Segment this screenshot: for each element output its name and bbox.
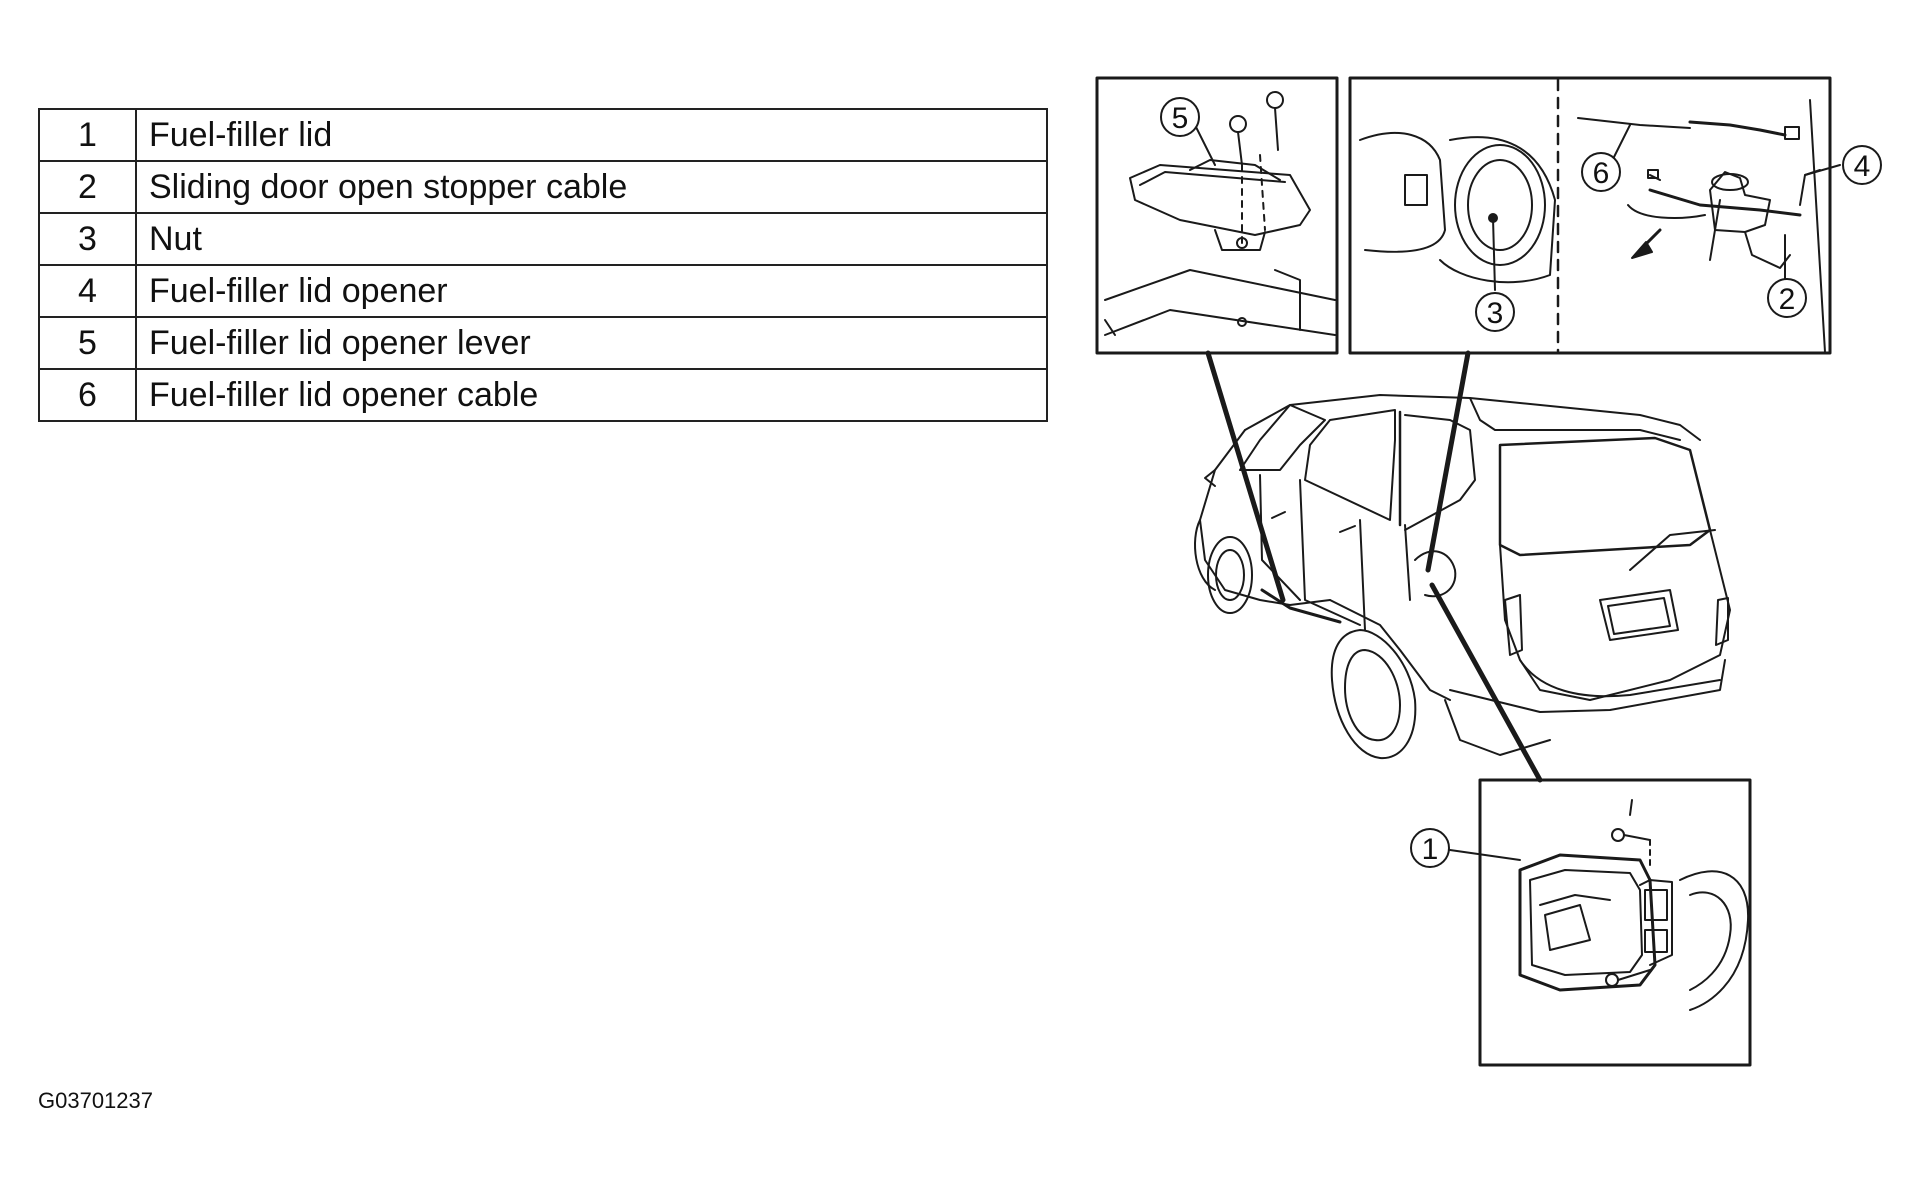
- screw-icon: [1229, 115, 1247, 166]
- legend-label: Fuel-filler lid opener cable: [135, 368, 1048, 422]
- callout-1-label: 1: [1422, 833, 1439, 866]
- figure-code: G03701237: [38, 1088, 153, 1113]
- callout-2-label: 2: [1779, 283, 1796, 316]
- legend-label: Nut: [135, 212, 1048, 266]
- legend-number: 6: [38, 368, 137, 422]
- callout-2: 2: [1767, 278, 1807, 318]
- callout-5-label: 5: [1172, 102, 1189, 135]
- legend-row: 6 Fuel-filler lid opener cable: [38, 368, 1048, 422]
- minivan-outline-icon: [1194, 394, 1731, 760]
- legend-row: 5 Fuel-filler lid opener lever: [38, 316, 1048, 370]
- parts-legend-table: 1 Fuel-filler lid 2 Sliding door open st…: [38, 108, 1048, 422]
- legend-row: 4 Fuel-filler lid opener: [38, 264, 1048, 318]
- legend-row: 1 Fuel-filler lid: [38, 108, 1048, 162]
- legend-number: 5: [38, 316, 137, 370]
- legend-number: 3: [38, 212, 137, 266]
- legend-label: Fuel-filler lid: [135, 108, 1048, 162]
- bolt-icon: [1611, 828, 1651, 842]
- callout-1: 1: [1410, 828, 1450, 868]
- detail-box-fuel-filler-lid: [1478, 778, 1752, 1067]
- screw-icon: [1266, 91, 1284, 151]
- callout-6: 6: [1581, 152, 1621, 192]
- legend-number: 2: [38, 160, 137, 214]
- callout-3: 3: [1475, 292, 1515, 332]
- callout-4: 4: [1842, 145, 1882, 185]
- detail-box-opener-lever: [1095, 76, 1339, 355]
- callout-3-label: 3: [1487, 297, 1504, 330]
- legend-number: 1: [38, 108, 137, 162]
- legend-number: 4: [38, 264, 137, 318]
- detail-box-cable-nut: [1348, 76, 1832, 355]
- bolt-icon: [1605, 969, 1651, 987]
- pull-direction-arrow-icon: [1631, 228, 1662, 259]
- callout-6-label: 6: [1593, 157, 1610, 190]
- callout-4-label: 4: [1854, 150, 1871, 183]
- legend-label: Fuel-filler lid opener lever: [135, 316, 1048, 370]
- legend-row: 2 Sliding door open stopper cable: [38, 160, 1048, 214]
- legend-row: 3 Nut: [38, 212, 1048, 266]
- callout-5: 5: [1160, 97, 1200, 137]
- legend-label: Sliding door open stopper cable: [135, 160, 1048, 214]
- legend-label: Fuel-filler lid opener: [135, 264, 1048, 318]
